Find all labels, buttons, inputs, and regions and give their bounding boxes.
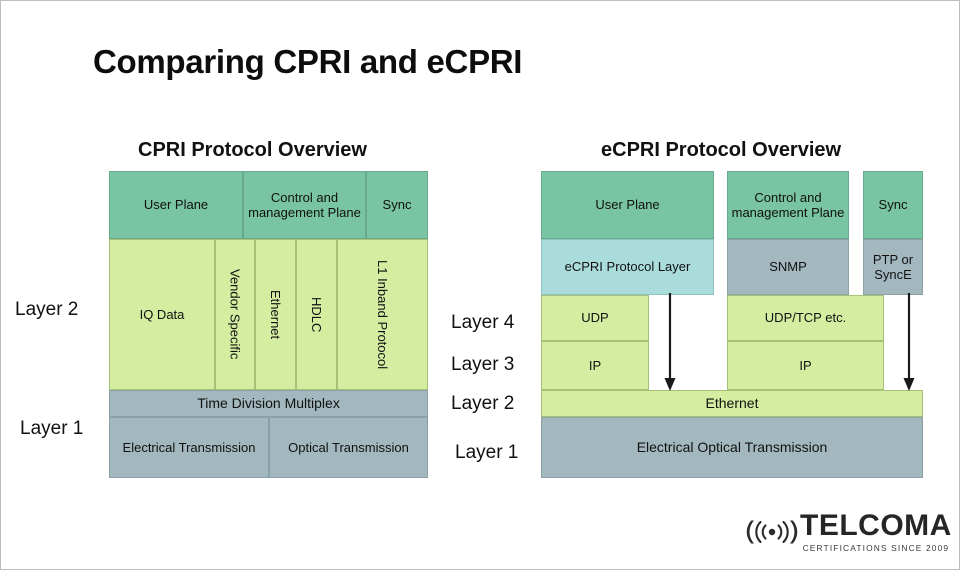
ecpri-snmp: SNMP [727,239,849,295]
cpri-l2-l1-inband-protocol: L1 Inband Protocol [337,239,428,390]
cpri-layer-label-1: Layer 1 [20,418,84,439]
cpri-l2-hdlc: HDLC [296,239,337,390]
ecpri-l4-udp-tcp: UDP/TCP etc. [727,295,884,341]
arrow-ecpri-protocol-to-ethernet [664,293,676,391]
ecpri-protocol-layer: eCPRI Protocol Layer [541,239,714,295]
cpri-l2-iq-data: IQ Data [109,239,215,390]
ecpri-layer-label-1: Layer 1 [455,442,519,463]
ecpri-l4-udp: UDP [541,295,649,341]
cpri-plane-user: User Plane [109,171,243,239]
logo-wordmark: TELCOMA [800,509,952,542]
ecpri-l3-ip-user: IP [541,341,649,390]
cpri-l2-vendor-specific: Vendor Specific [215,239,255,390]
cpri-l2-ethernet: Ethernet [255,239,296,390]
ecpri-layer-label-2: Layer 2 [451,393,515,414]
arrow-ecpri-sync-to-ethernet [903,293,915,391]
cpri-electrical-transmission: Electrical Transmission [109,417,269,478]
cpri-layer-label-2: Layer 2 [15,299,79,320]
ecpri-l3-ip-control: IP [727,341,884,390]
ecpri-layer-label-3: Layer 3 [451,354,515,375]
ecpri-plane-user: User Plane [541,171,714,239]
cpri-optical-transmission: Optical Transmission [269,417,428,478]
page-title: Comparing CPRI and eCPRI [93,43,523,80]
ecpri-ptp-or-synce: PTP or SyncE [863,239,923,295]
cpri-time-division-multiplex: Time Division Multiplex [109,390,428,417]
wireless-signal-icon [746,520,798,544]
ecpri-plane-control-management: Control and management Plane [727,171,849,239]
logo-text-block: TELCOMA CERTIFICATIONS SINCE 2009 [800,509,952,554]
cpri-section-heading: CPRI Protocol Overview [138,139,367,161]
ecpri-layer-label-4: Layer 4 [451,312,515,333]
logo-tagline: CERTIFICATIONS SINCE 2009 [802,543,950,553]
ecpri-l2-ethernet: Ethernet [541,390,923,417]
telcoma-logo: TELCOMA CERTIFICATIONS SINCE 2009 [746,509,951,555]
cpri-plane-sync: Sync [366,171,428,239]
ecpri-plane-sync: Sync [863,171,923,239]
ecpri-section-heading: eCPRI Protocol Overview [601,139,842,161]
cpri-plane-control-management: Control and management Plane [243,171,366,239]
ecpri-l1-electrical-optical-transmission: Electrical Optical Transmission [541,417,923,478]
